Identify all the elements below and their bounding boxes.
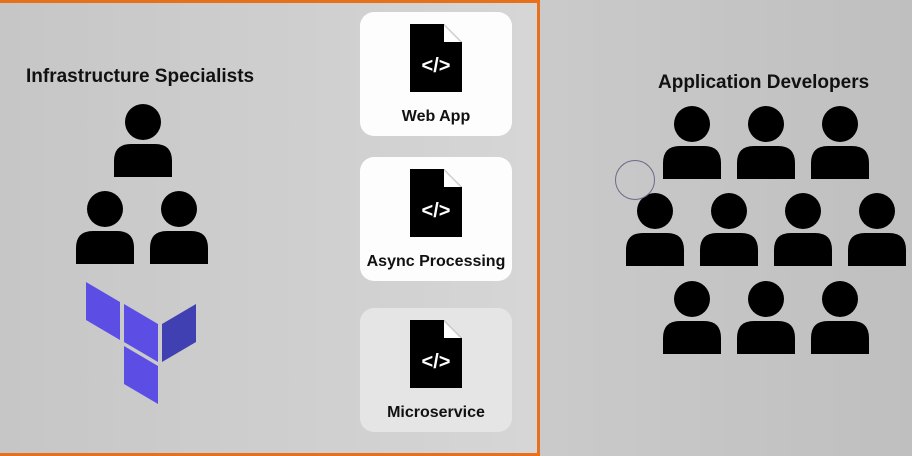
app-card-web-app: Web App — [360, 12, 512, 136]
app-card-label: Web App — [401, 108, 471, 125]
person-icon — [659, 280, 725, 354]
person-icon — [696, 192, 762, 266]
person-icon — [146, 190, 212, 264]
cursor-highlight-icon — [615, 160, 655, 200]
person-icon — [844, 192, 910, 266]
terraform-logo-icon — [86, 282, 196, 404]
person-icon — [807, 280, 873, 354]
infrastructure-specialists-title: Infrastructure Specialists — [26, 66, 255, 87]
app-card-label: Async Processing — [366, 253, 506, 270]
person-icon — [72, 190, 138, 264]
app-card-label: Microservice — [387, 404, 485, 421]
app-card-async-processing: Async Processing — [360, 157, 512, 281]
person-icon — [659, 105, 725, 179]
person-icon — [733, 105, 799, 179]
person-icon — [733, 280, 799, 354]
application-developers-title: Application Developers — [658, 72, 870, 93]
person-icon — [110, 103, 176, 177]
code-file-icon — [410, 24, 462, 92]
person-icon — [770, 192, 836, 266]
code-file-icon — [410, 320, 462, 388]
app-card-microservice: Microservice — [360, 308, 512, 432]
person-icon — [622, 192, 688, 266]
code-file-icon — [410, 169, 462, 237]
person-icon — [807, 105, 873, 179]
